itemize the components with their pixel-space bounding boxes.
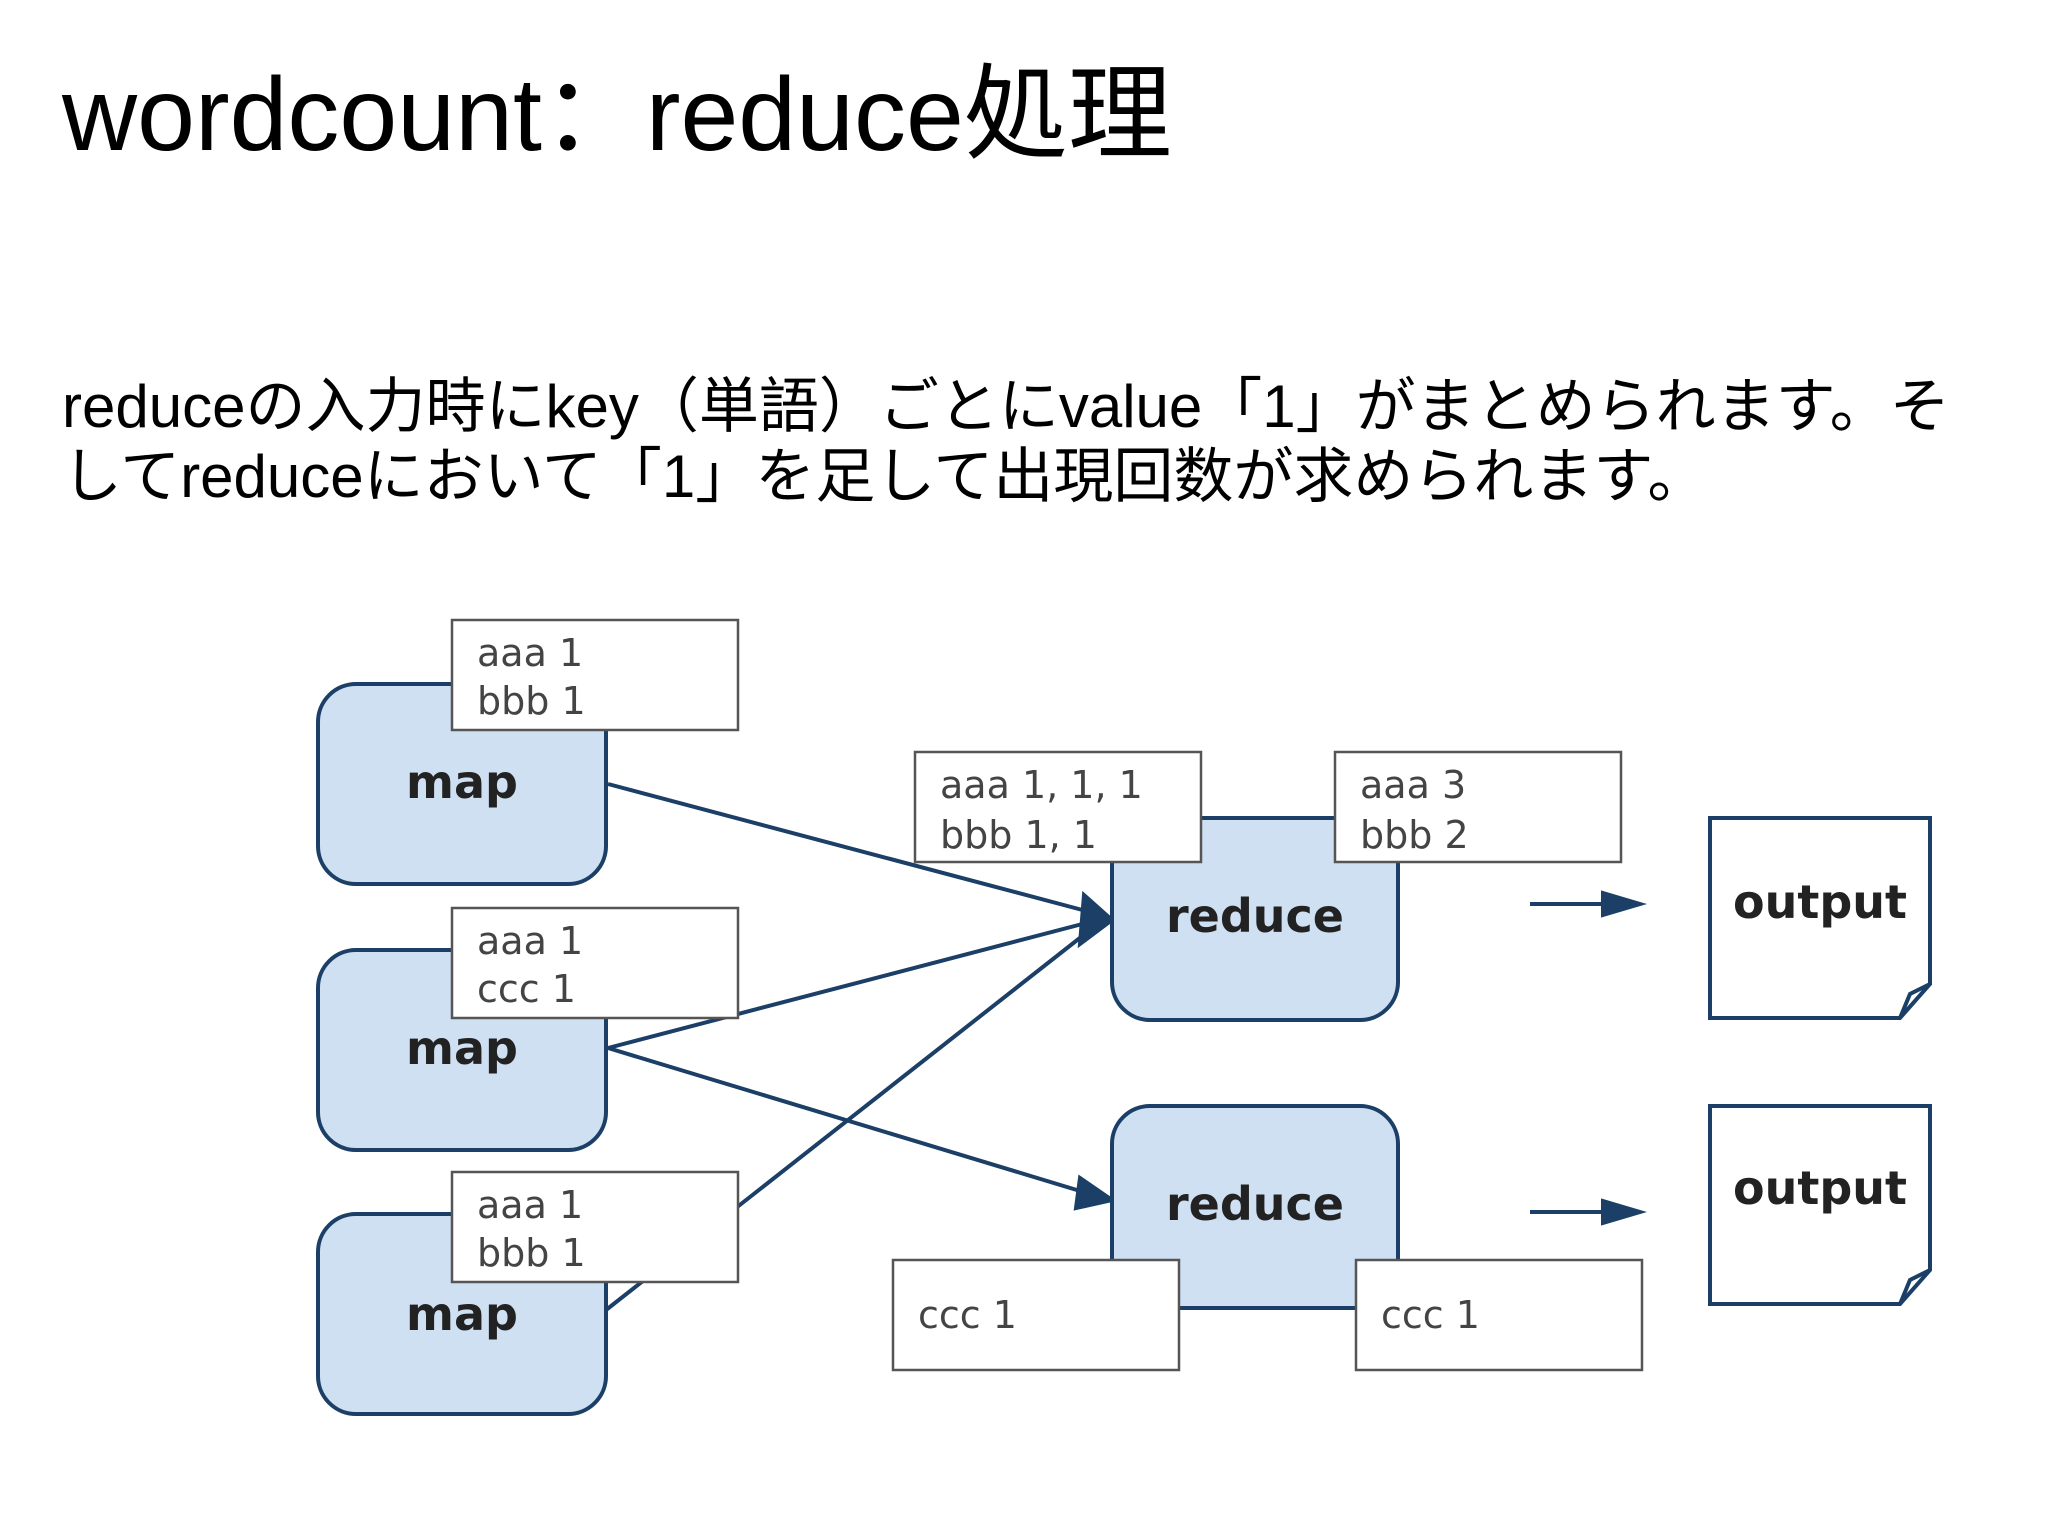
kv-line: aaa 1 xyxy=(477,1183,583,1227)
kv-line: ccc 1 xyxy=(477,967,576,1011)
map-node-1: map xyxy=(316,682,608,886)
map-output-note-2: aaa 1 ccc 1 xyxy=(450,906,740,1020)
map-output-note-3: aaa 1 bbb 1 xyxy=(450,1170,740,1284)
reduce-output-note-1: aaa 3 bbb 2 xyxy=(1333,750,1623,864)
map-label: map xyxy=(406,755,518,809)
map-label: map xyxy=(406,1287,518,1341)
output-document-2: output xyxy=(1708,1104,1932,1306)
arrowhead-reduce2 xyxy=(1073,1174,1117,1211)
kv-line: bbb 2 xyxy=(1360,813,1469,857)
slide-title: wordcount：reduce処理 xyxy=(62,57,1172,173)
arrowhead-reduce1 xyxy=(1077,890,1116,949)
arrowhead-output2 xyxy=(1601,1198,1648,1226)
kv-line: bbb 1 xyxy=(477,1231,586,1275)
reduce-node-2: reduce xyxy=(1110,1104,1400,1310)
slide-description: reduceの入力時にkey（単語）ごとにvalue「1」がまとめられます。そ … xyxy=(62,372,2012,512)
arrow-map1-reduce1 xyxy=(607,782,1091,914)
map-label: map xyxy=(406,1021,518,1075)
kv-line: ccc 1 xyxy=(1381,1293,1480,1337)
arrows xyxy=(604,782,1648,1312)
kv-line: bbb 1, 1 xyxy=(940,813,1097,857)
reduce-label: reduce xyxy=(1166,1177,1344,1231)
output-label: output xyxy=(1733,875,1907,929)
output-document-1: output xyxy=(1708,816,1932,1020)
reduce-input-note-2: ccc 1 xyxy=(891,1258,1181,1372)
reduce-output-note-2: ccc 1 xyxy=(1354,1258,1644,1372)
map-output-note-1: aaa 1 bbb 1 xyxy=(450,618,740,732)
kv-line: aaa 3 xyxy=(1360,763,1466,807)
reduce-input-note-1: aaa 1, 1, 1 bbb 1, 1 xyxy=(913,750,1203,864)
kv-line: aaa 1 xyxy=(477,631,583,675)
arrow-map2-reduce1 xyxy=(607,920,1091,1050)
reduce-node-1: reduce xyxy=(1110,816,1400,1022)
kv-line: ccc 1 xyxy=(918,1293,1017,1337)
output-label: output xyxy=(1733,1161,1907,1215)
description-line-2: してreduceにおいて「1」を足して出現回数が求められます。 xyxy=(62,443,1708,510)
kv-line: aaa 1, 1, 1 xyxy=(940,763,1143,807)
arrowhead-output1 xyxy=(1601,890,1648,918)
kv-line: aaa 1 xyxy=(477,919,583,963)
description-line-1: reduceの入力時にkey（単語）ごとにvalue「1」がまとめられます。そ xyxy=(62,373,1950,440)
reduce-label: reduce xyxy=(1166,889,1344,943)
kv-line: bbb 1 xyxy=(477,679,586,723)
